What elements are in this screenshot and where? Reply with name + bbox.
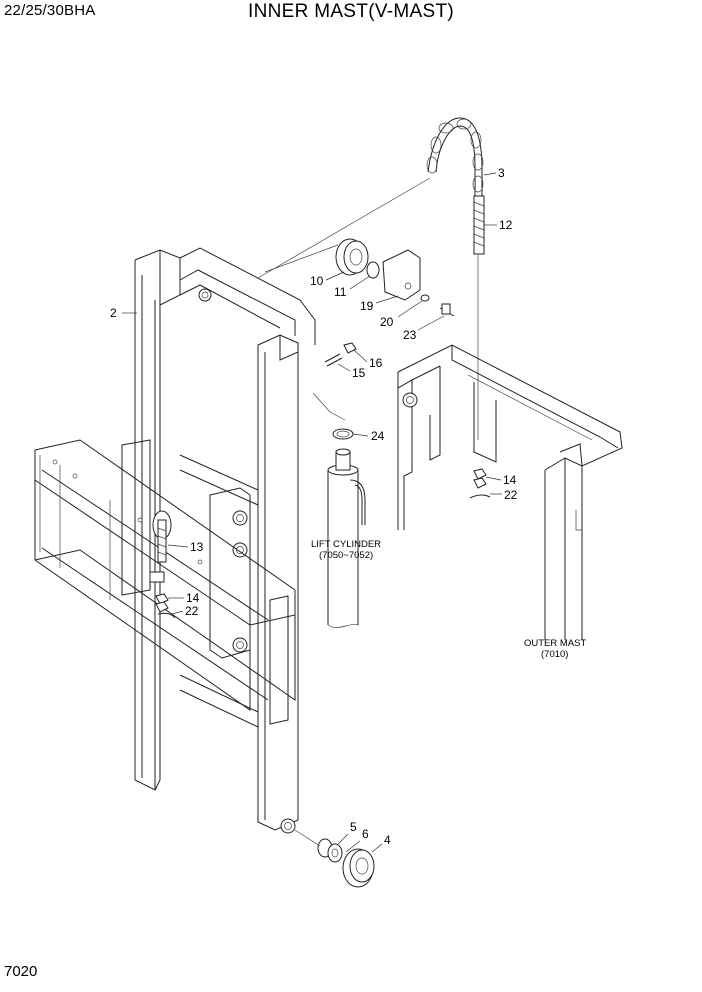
callout-13: 13 [190,540,204,554]
callout-5: 5 [350,820,357,834]
model-code: 22/25/30BHA [4,2,96,19]
outer-mast-label: OUTER MAST [524,638,586,649]
callout-19: 19 [360,299,374,313]
carriage-drawing [34,439,296,725]
callout-14-left: 14 [186,591,200,605]
callout-16: 16 [369,356,383,370]
inner-mast-drawing [121,247,316,834]
callout-14-right: 14 [503,473,517,487]
lift-cylinder-ref: (7050~7052) [319,550,373,561]
callout-22-left: 22 [185,604,199,618]
callout-11: 11 [334,285,347,299]
outer-mast-drawing [397,344,623,640]
callout-2: 2 [110,306,117,320]
roller-drawing [294,829,375,888]
callout-3: 3 [498,166,505,180]
anchor-bolt-drawing [149,468,491,619]
callout-10: 10 [310,274,324,288]
leader-lines [122,172,502,853]
lift-cylinder-drawing [312,392,366,628]
lift-cylinder-label: LIFT CYLINDER [311,539,381,550]
callout-12: 12 [499,218,513,232]
callout-6: 6 [362,827,369,841]
chain-drawing [257,117,485,440]
callout-23: 23 [403,328,417,342]
callout-20: 20 [380,315,394,329]
page-number: 7020 [4,963,38,980]
callout-4: 4 [384,833,391,847]
page-title: INNER MAST(V-MAST) [248,1,454,22]
sheave-drawing [264,238,455,440]
callout-15: 15 [352,366,366,380]
callout-24: 24 [371,429,385,443]
callout-22-right: 22 [504,488,518,502]
outer-mast-ref: (7010) [541,649,568,660]
